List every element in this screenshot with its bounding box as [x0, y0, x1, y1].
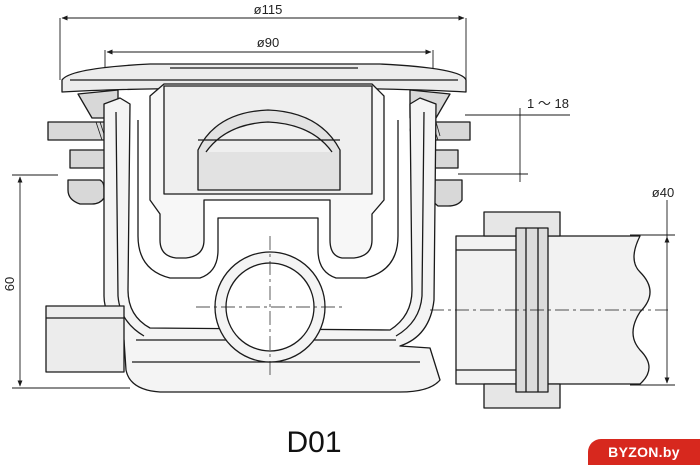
dim-outlet-diameter: ø40 — [652, 185, 674, 200]
watermark-text: BYZON.by — [608, 444, 680, 460]
model-label: D01 — [286, 426, 341, 459]
left-stub-pipe — [45, 305, 125, 373]
dim-height: 60 — [2, 277, 17, 291]
dimension-lines — [12, 15, 675, 389]
strainer-insert — [163, 85, 373, 195]
dim-adjustment-range: 1 ～ 18 — [527, 96, 569, 111]
dim-inner-diameter: ø90 — [257, 35, 279, 50]
dim-outer-diameter: ø115 — [254, 2, 283, 17]
center-lines — [196, 236, 668, 378]
clamp-flange-left — [47, 89, 119, 205]
watermark-badge: BYZON.by — [588, 439, 700, 465]
